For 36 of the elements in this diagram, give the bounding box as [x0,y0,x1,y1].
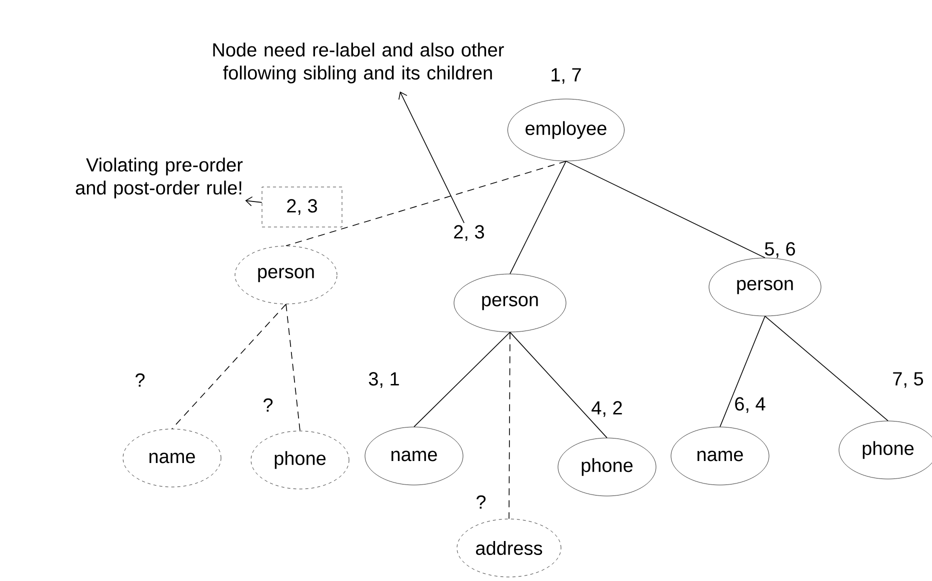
connector-line [510,160,566,274]
tree-node: phone [838,420,932,480]
connector-line [720,316,766,428]
arrow [245,196,262,206]
connector-line [566,160,766,258]
order-label: 3, 1 [368,372,399,388]
tree-node: phone [250,430,350,490]
order-label: ? [136,373,145,387]
order-label: 2, 3 [454,225,484,241]
connector-line [286,160,566,246]
connector-line [510,332,608,438]
tree-node: name [122,428,222,488]
connector-line [414,332,510,428]
connector-line [172,304,286,430]
callout-text: Node need re-label and also other following sibling and its children [213,42,504,84]
tree-node: address [456,518,562,578]
order-label: 6, 4 [735,397,766,413]
order-label: 1, 7 [552,68,581,84]
label-box: 2, 3 [262,186,342,228]
connector-line [508,332,510,520]
order-label: ? [264,398,273,412]
connector-line [286,304,300,432]
tree-node: person [454,274,566,332]
tree-node: phone [558,438,656,496]
tree-node: person [708,258,822,316]
tree-node: employee [508,98,624,162]
order-label: 4, 2 [592,401,622,417]
order-label: 7, 5 [893,372,924,388]
tree-node: name [670,426,770,486]
order-label: 5, 6 [764,242,795,258]
callout-text: Violating pre-order and post-order rule! [76,158,243,198]
tree-node: name [364,426,464,486]
arrow [398,92,464,224]
order-label: ? [476,495,486,509]
tree-node: person [234,246,338,304]
connector-line [764,316,888,422]
